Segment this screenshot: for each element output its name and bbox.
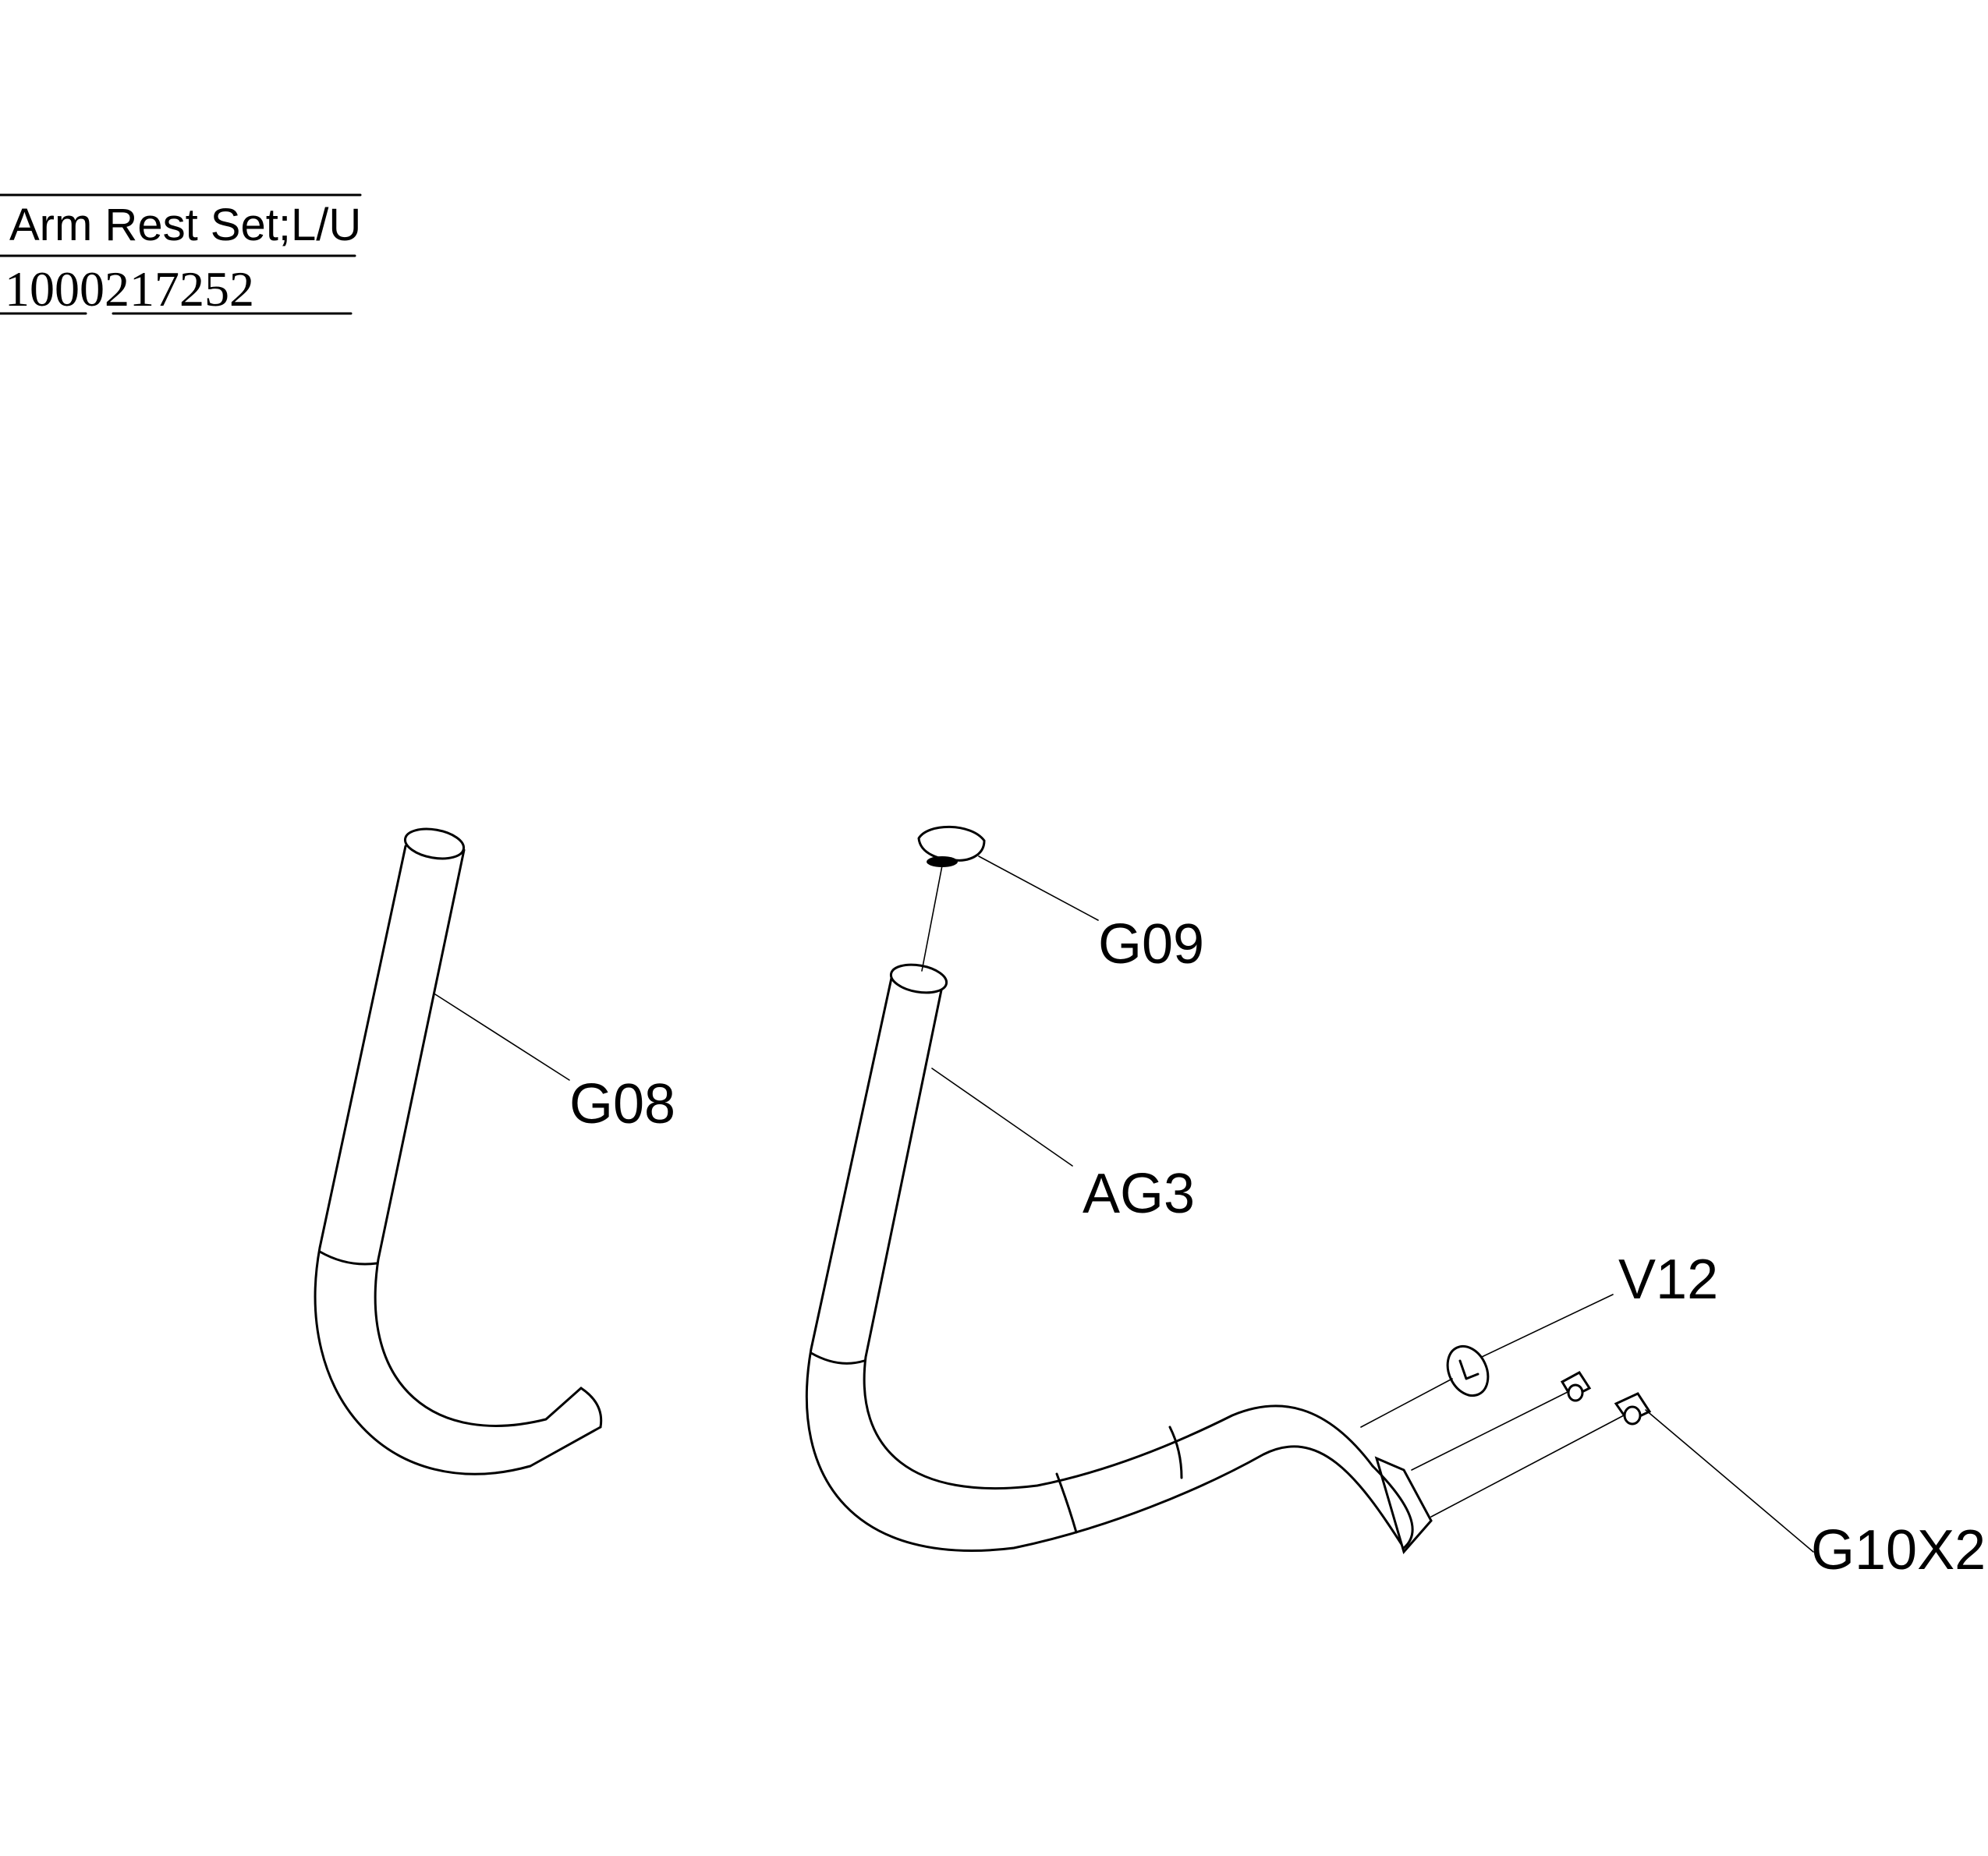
leader-g09 [978,855,1099,921]
tube-ag3-inner [863,977,1374,1489]
tube-ag3 [805,963,1433,1555]
tube-g08 [314,827,603,1475]
leader-v12 [1481,1294,1614,1358]
cap-g09-dome [917,825,986,862]
assembly-lines [921,865,1625,1518]
tube-ag3-seam-3 [1168,1426,1183,1479]
tube-g08-outer [314,845,602,1475]
bushing-1-end [1567,1383,1584,1402]
part-number: 1000217252 [5,261,254,317]
leader-ag3 [931,1068,1073,1167]
callout-g08: G08 [569,1073,675,1135]
align-cap-to-tube [921,865,943,972]
label-v12-disc [1446,1344,1490,1397]
leader-g10x2 [1645,1409,1814,1553]
align-bushing-1 [1411,1391,1568,1471]
tube-ag3-top-opening [889,963,948,994]
tube-g08-top-opening [403,827,466,860]
part-name: Arm Rest Set;L/U [9,200,361,250]
align-bushing-2 [1430,1415,1625,1518]
callout-g10x2: G10X2 [1811,1519,1986,1581]
cap-g09-plug [927,856,958,867]
cap-g09 [917,825,986,867]
align-label-v12 [1360,1378,1453,1428]
callout-v12: V12 [1618,1249,1718,1311]
tube-g08-end [579,1387,603,1429]
tube-ag3-seam-1 [810,1351,866,1365]
tube-g08-inner [374,848,583,1427]
tube-ag3-end [1371,1465,1414,1550]
label-v12-mark [1458,1359,1479,1380]
tube-ag3-outer [805,969,1405,1553]
callout-g09: G09 [1098,913,1204,976]
title-block: Arm Rest Set;L/U 1000217252 [0,193,362,317]
callout-ag3: AG3 [1083,1163,1195,1225]
bushing-2-end [1623,1405,1642,1426]
tube-g08-seam [318,1250,378,1266]
bushings-g10 [1560,1371,1652,1426]
leader-lines [434,855,1814,1553]
leader-g08 [434,994,570,1081]
label-v12 [1446,1344,1490,1397]
tube-ag3-seam-2 [1055,1472,1078,1534]
